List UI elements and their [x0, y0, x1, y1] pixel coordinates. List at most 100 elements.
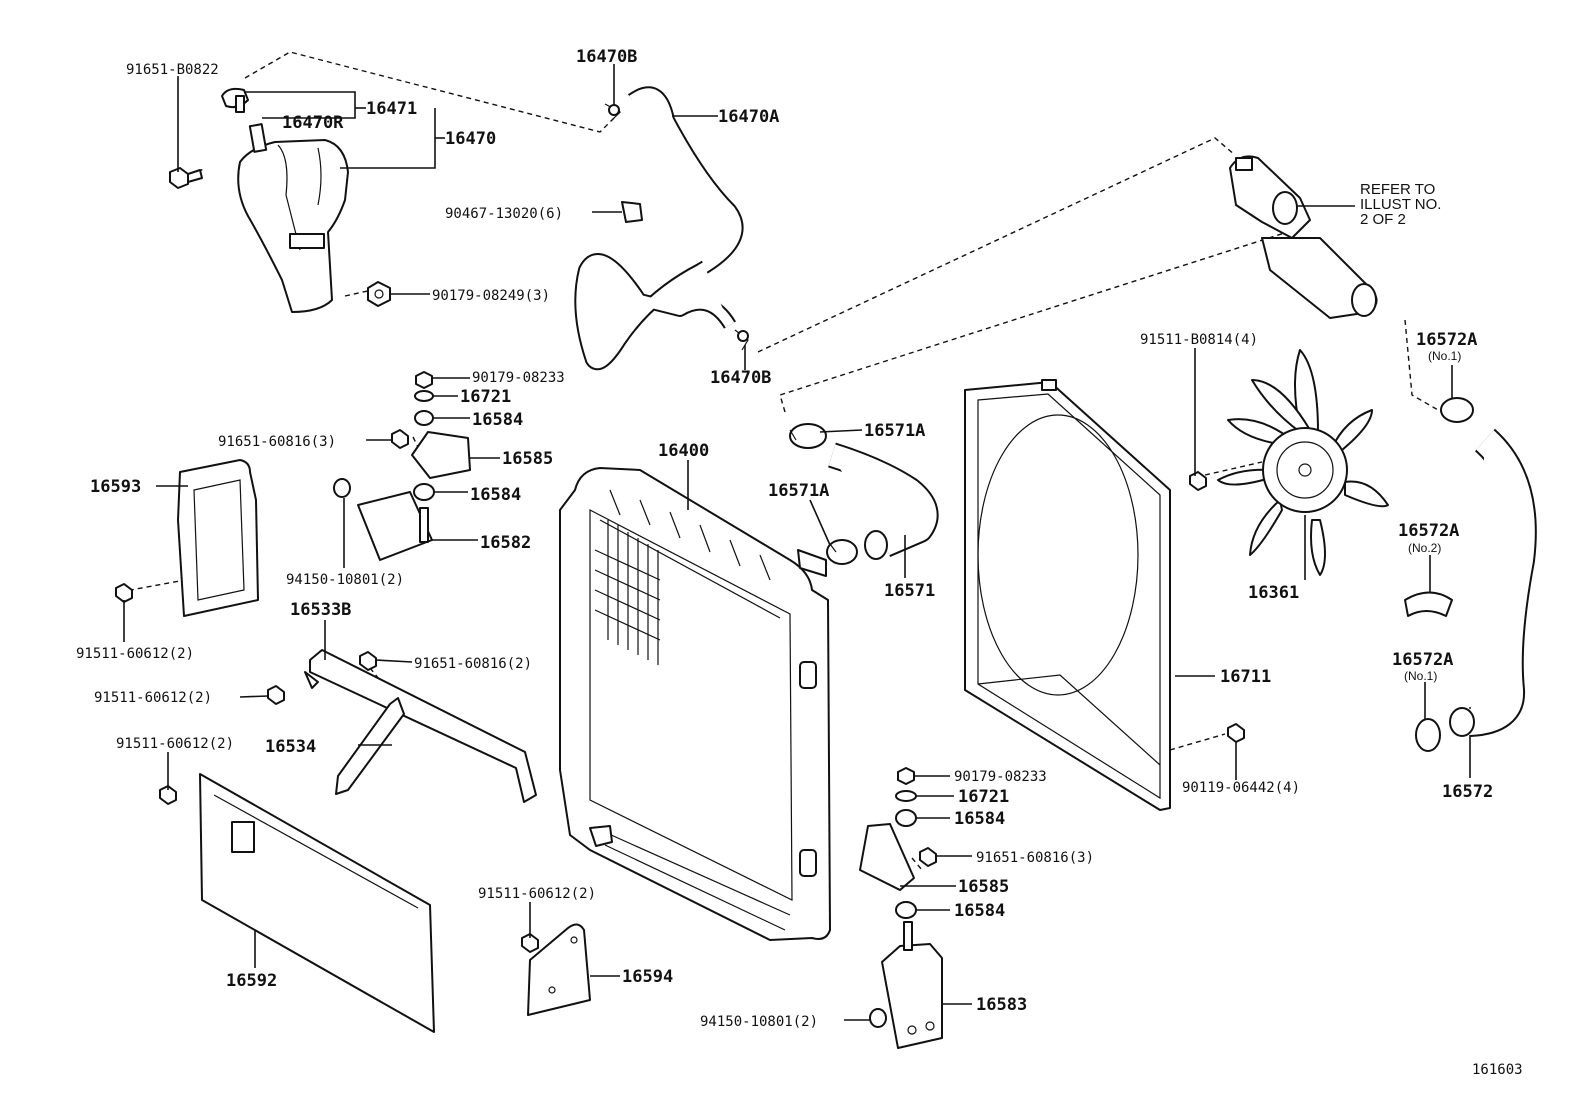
label-90119-06442: 90119-06442(4) — [1182, 780, 1300, 796]
label-91511-60612-c: 91511-60612(2) — [116, 736, 234, 752]
cushion-16584-c — [895, 809, 917, 827]
clamp-90467 — [621, 201, 643, 223]
label-16721-b: 16721 — [958, 787, 1009, 807]
label-91651-b0822: 91651-B0822 — [126, 62, 219, 78]
washer-16721-a — [414, 390, 434, 402]
label-16585-a: 16585 — [502, 449, 553, 469]
label-94150-10801-a: 94150-10801(2) — [286, 572, 404, 588]
label-16593: 16593 — [90, 477, 141, 497]
hose-clip-bottom — [734, 329, 749, 351]
nut-90179-08233-a — [415, 371, 433, 389]
support-rod-16534 — [335, 697, 405, 795]
baffle-16592 — [199, 773, 435, 1033]
fan-shroud — [964, 379, 1171, 811]
leader-lines — [123, 64, 1471, 1021]
label-16571: 16571 — [884, 581, 935, 601]
cooling-fan — [1217, 349, 1389, 576]
note-2-of-2: 2 OF 2 — [1360, 211, 1406, 228]
label-16572a-no1-bottom-sub: (No.1) — [1404, 669, 1437, 683]
support-bracket-16583 — [881, 921, 943, 1049]
nut-94150-10801-b — [869, 1008, 887, 1028]
label-16572a-no1-top: 16572A — [1416, 330, 1477, 350]
label-16584-a: 16584 — [472, 410, 523, 430]
label-90179-08233-b: 90179-08233 — [954, 769, 1047, 785]
reservoir-cap — [221, 87, 249, 113]
baffle-16593 — [177, 459, 259, 617]
label-16572a-no2-sub: (No.2) — [1408, 541, 1441, 555]
nut-90179-08249 — [367, 281, 391, 307]
label-16470b-top: 16470B — [576, 47, 637, 67]
cushion-16584-a — [414, 410, 434, 426]
label-16584-c: 16584 — [954, 809, 1005, 829]
diagram-id: 161603 — [1472, 1062, 1523, 1078]
hose-clamp-16572a-top — [1440, 397, 1474, 423]
label-16711: 16711 — [1220, 667, 1271, 687]
support-rod-16533b — [304, 649, 537, 803]
washer-16721-b — [895, 790, 917, 802]
lower-radiator-hose — [1449, 428, 1537, 737]
hose-clamp-16572a-bottom — [1415, 718, 1441, 752]
label-16471: 16471 — [366, 99, 417, 119]
label-16583: 16583 — [976, 995, 1027, 1015]
bolt-91651-60816-b — [359, 651, 377, 671]
label-91511-b0814: 91511-B0814(4) — [1140, 332, 1258, 348]
label-16572: 16572 — [1442, 782, 1493, 802]
bolt-91511-b0814 — [1189, 471, 1207, 491]
label-16470r: 16470R — [282, 113, 344, 133]
label-90179-08249: 90179-08249(3) — [432, 288, 550, 304]
label-16585-b: 16585 — [958, 877, 1009, 897]
label-16470: 16470 — [445, 129, 496, 149]
label-90467-13020: 90467-13020(6) — [445, 206, 563, 222]
label-16361: 16361 — [1248, 583, 1299, 603]
part-labels: 91651-B0822 16471 16470R 16470 16470B 16… — [76, 47, 1523, 1078]
label-91651-60816-b: 91651-60816(2) — [414, 656, 532, 672]
label-16584-d: 16584 — [954, 901, 1005, 921]
label-91651-60816-c: 91651-60816(3) — [976, 850, 1094, 866]
hose-clip-top — [604, 103, 621, 121]
cushion-16584-b — [413, 483, 435, 501]
bracket-16594 — [527, 923, 591, 1016]
bolt-91651-b0822 — [169, 167, 203, 189]
bolt-91511-60612-a — [115, 583, 133, 603]
water-outlet-housing — [1229, 155, 1378, 319]
bolt-91511-60612-b — [267, 685, 285, 705]
bracket-16585-b — [859, 823, 915, 891]
hose-clamp-16572a-no2 — [1404, 591, 1453, 617]
note-illust-no: ILLUST NO. — [1360, 196, 1441, 213]
reservoir-tank — [237, 123, 349, 313]
bracket-16585-a — [411, 431, 471, 479]
label-91511-60612-a: 91511-60612(2) — [76, 646, 194, 662]
label-16721-a: 16721 — [460, 387, 511, 407]
label-16533b: 16533B — [290, 600, 351, 620]
note-refer-to: REFER TO — [1360, 181, 1435, 198]
bolt-90119-06442 — [1227, 723, 1245, 743]
label-91511-60612-b: 91511-60612(2) — [94, 690, 212, 706]
label-16470a: 16470A — [718, 107, 779, 127]
label-91511-60612-d: 91511-60612(2) — [478, 886, 596, 902]
label-16582: 16582 — [480, 533, 531, 553]
label-90179-08233-a: 90179-08233 — [472, 370, 565, 386]
label-16534: 16534 — [265, 737, 316, 757]
hose-clamp-16571a-mid — [826, 539, 858, 565]
label-16571a-top: 16571A — [864, 421, 925, 441]
label-94150-10801-b: 94150-10801(2) — [700, 1014, 818, 1030]
nut-94150-10801-a — [333, 478, 351, 498]
label-16594: 16594 — [622, 967, 673, 987]
overflow-hose — [574, 86, 744, 371]
hose-clamp-16571a-top — [789, 423, 827, 449]
label-16571a-mid: 16571A — [768, 481, 829, 501]
bolt-91651-60816-a — [391, 429, 409, 449]
label-16572a-no1-bottom: 16572A — [1392, 650, 1453, 670]
label-16400: 16400 — [658, 441, 709, 461]
label-91651-60816-a: 91651-60816(3) — [218, 434, 336, 450]
radiator — [559, 467, 831, 941]
label-16584-b: 16584 — [470, 485, 521, 505]
label-16572a-no1-top-sub: (No.1) — [1428, 349, 1461, 363]
support-bracket-16582 — [357, 491, 433, 561]
label-16572a-no2: 16572A — [1398, 521, 1459, 541]
label-16470b-bottom: 16470B — [710, 368, 771, 388]
nut-90179-08233-b — [897, 767, 915, 785]
cushion-16584-d — [895, 901, 917, 919]
bolt-91651-60816-c — [919, 847, 937, 867]
